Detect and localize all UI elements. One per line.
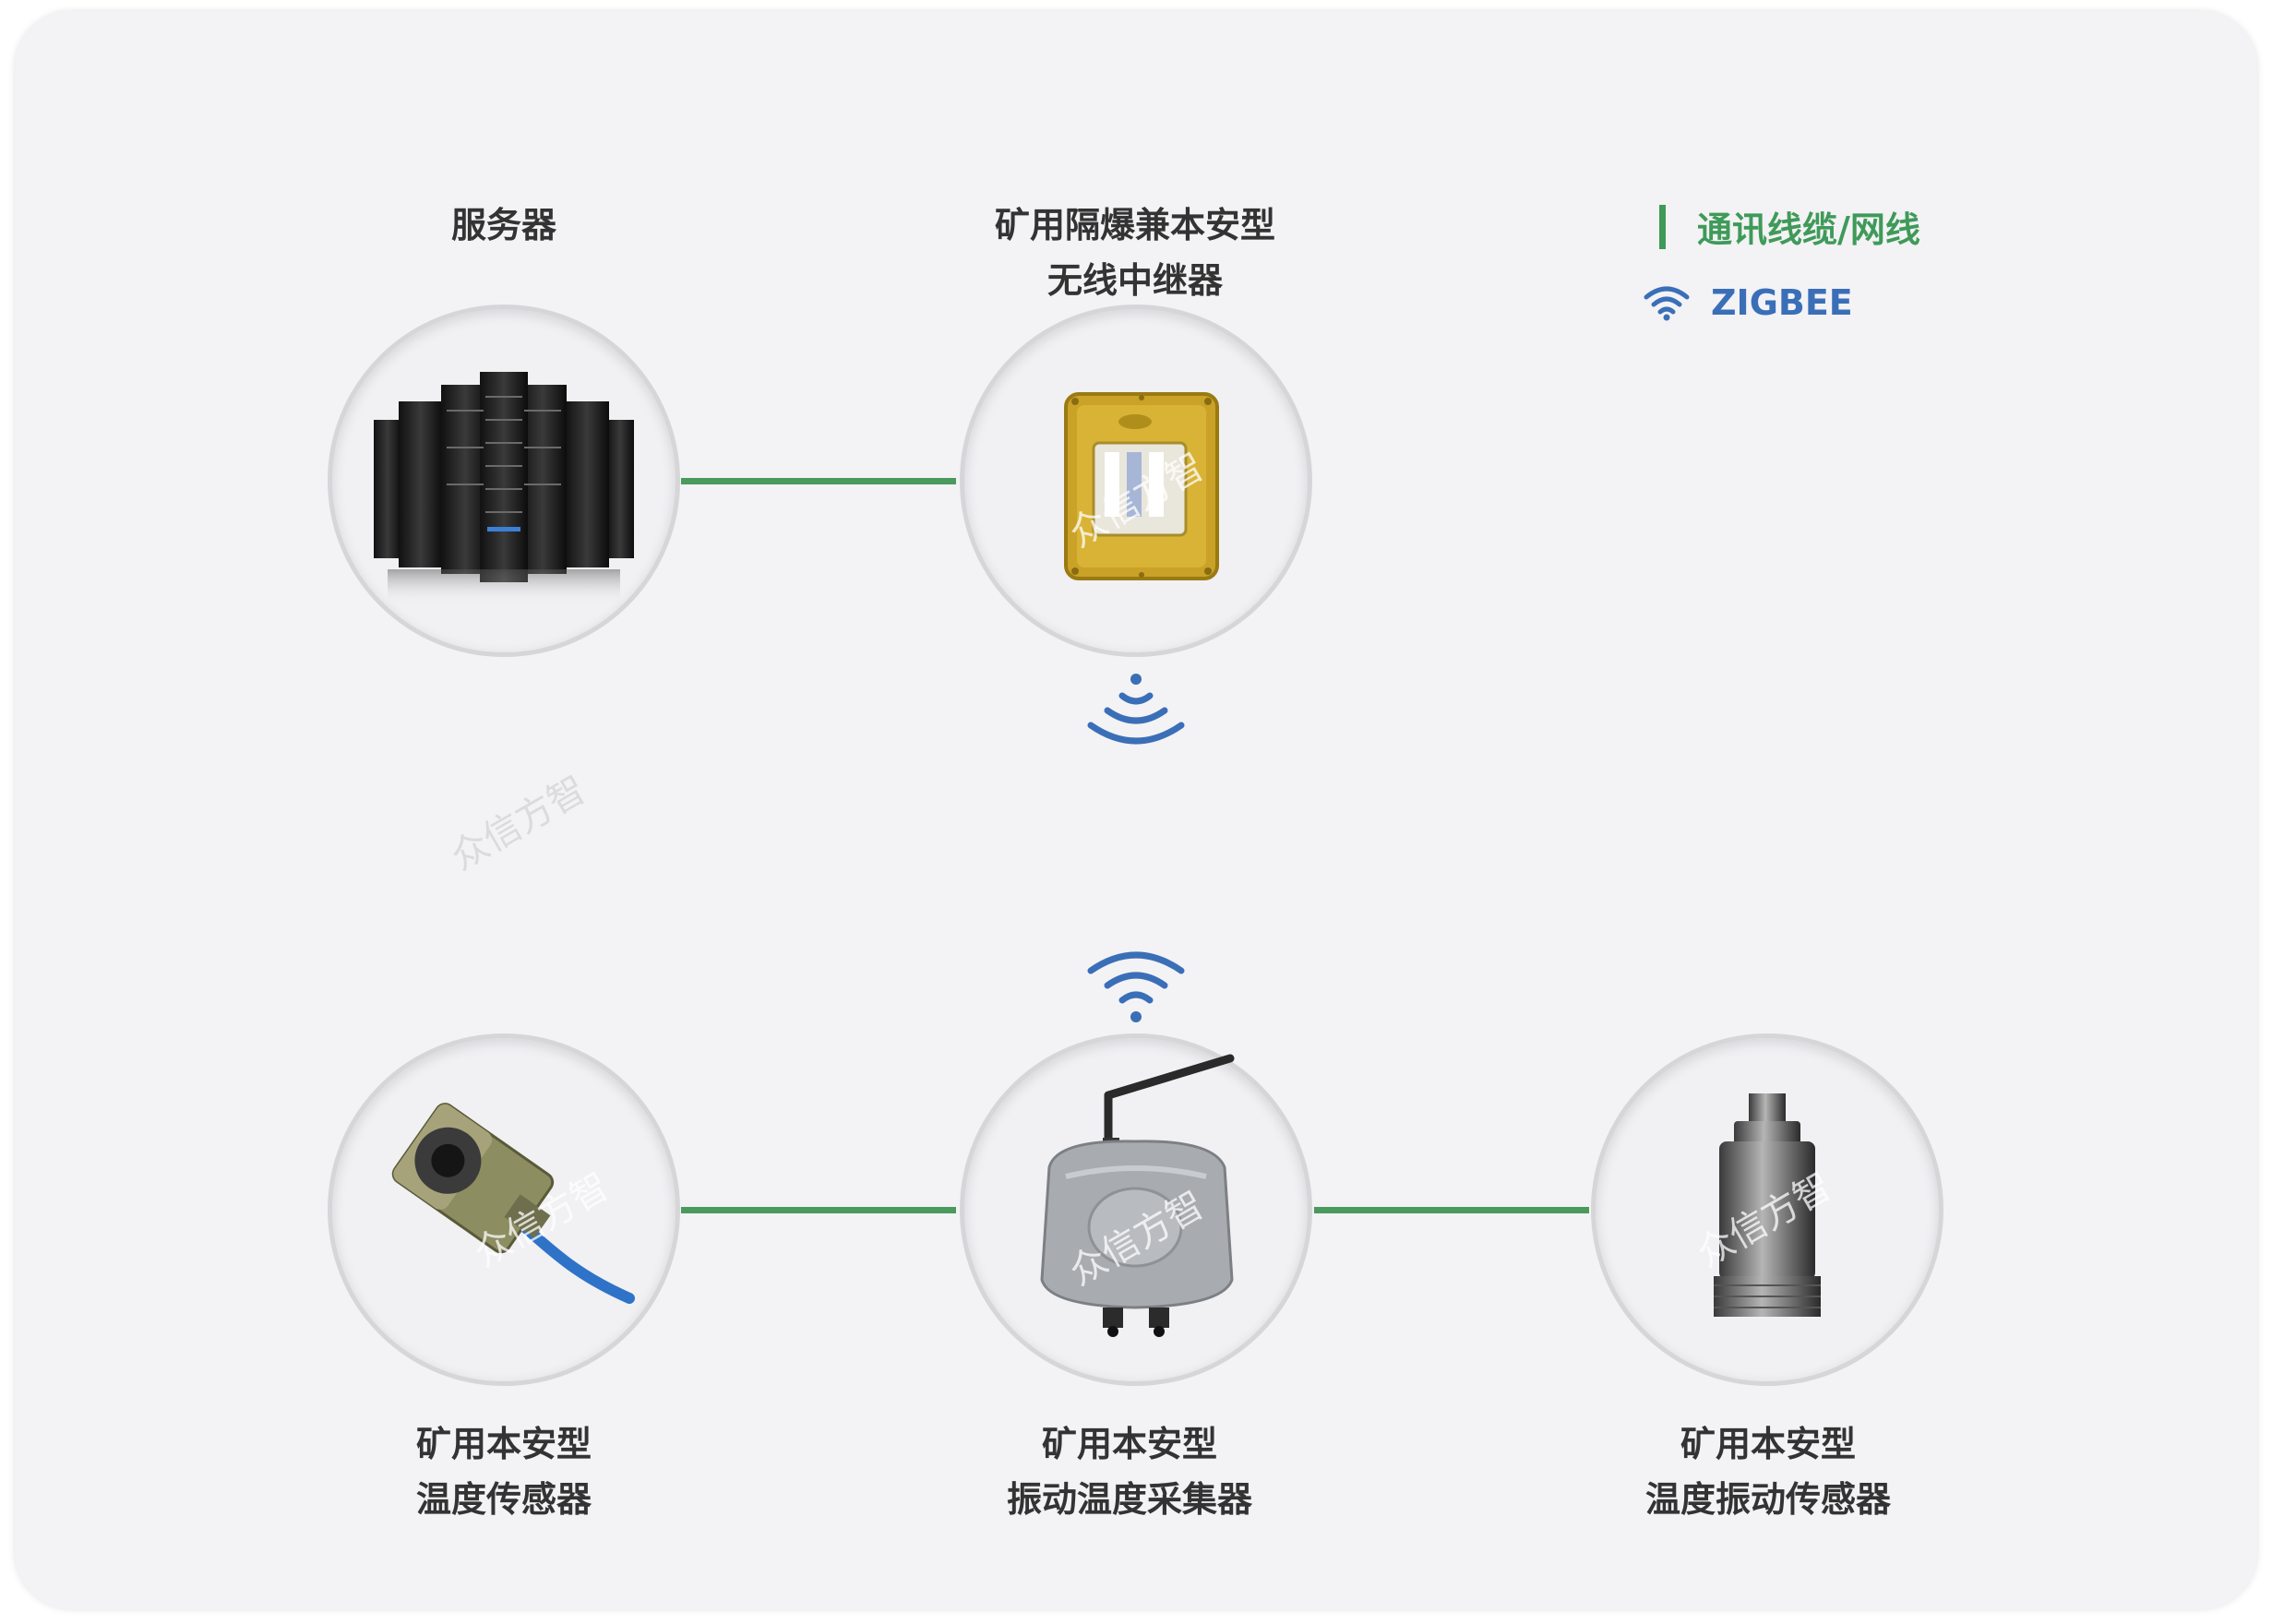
cable-server-repeater <box>681 478 956 484</box>
repeater-label: 矿用隔爆兼本安型 无线中继器 <box>994 205 1276 301</box>
vib-sensor-node <box>1591 1033 1943 1386</box>
wifi-icon <box>1644 286 1690 321</box>
collector-box-icon <box>1040 1054 1235 1337</box>
zigbee-signal-up-icon <box>1087 951 1185 1022</box>
cable-line-icon <box>1659 204 1666 249</box>
server-label: 服务器 <box>450 205 557 245</box>
collector-label: 矿用本安型 振动温度采集器 <box>1006 1424 1253 1520</box>
server-node <box>328 304 680 657</box>
legend-cable: 通讯线缆/网线 <box>1659 201 1920 252</box>
collector-node <box>960 1033 1312 1386</box>
temperature-sensor-icon <box>391 1103 635 1304</box>
cable-tempsensor-collector <box>681 1207 956 1213</box>
server-rack-icon <box>374 372 634 606</box>
vib-sensor-label: 矿用本安型 温度振动传感器 <box>1644 1424 1892 1520</box>
vibration-sensor-icon <box>1714 1093 1821 1317</box>
temp-sensor-node <box>328 1033 680 1386</box>
temp-sensor-label: 矿用本安型 温度传感器 <box>415 1424 592 1520</box>
repeater-box-icon <box>1064 392 1219 580</box>
zigbee-signal-down-icon <box>1087 674 1185 745</box>
legend-zigbee: ZIGBEE <box>1643 282 1853 323</box>
cable-collector-vibsensor <box>1314 1207 1589 1213</box>
repeater-node <box>960 304 1312 657</box>
